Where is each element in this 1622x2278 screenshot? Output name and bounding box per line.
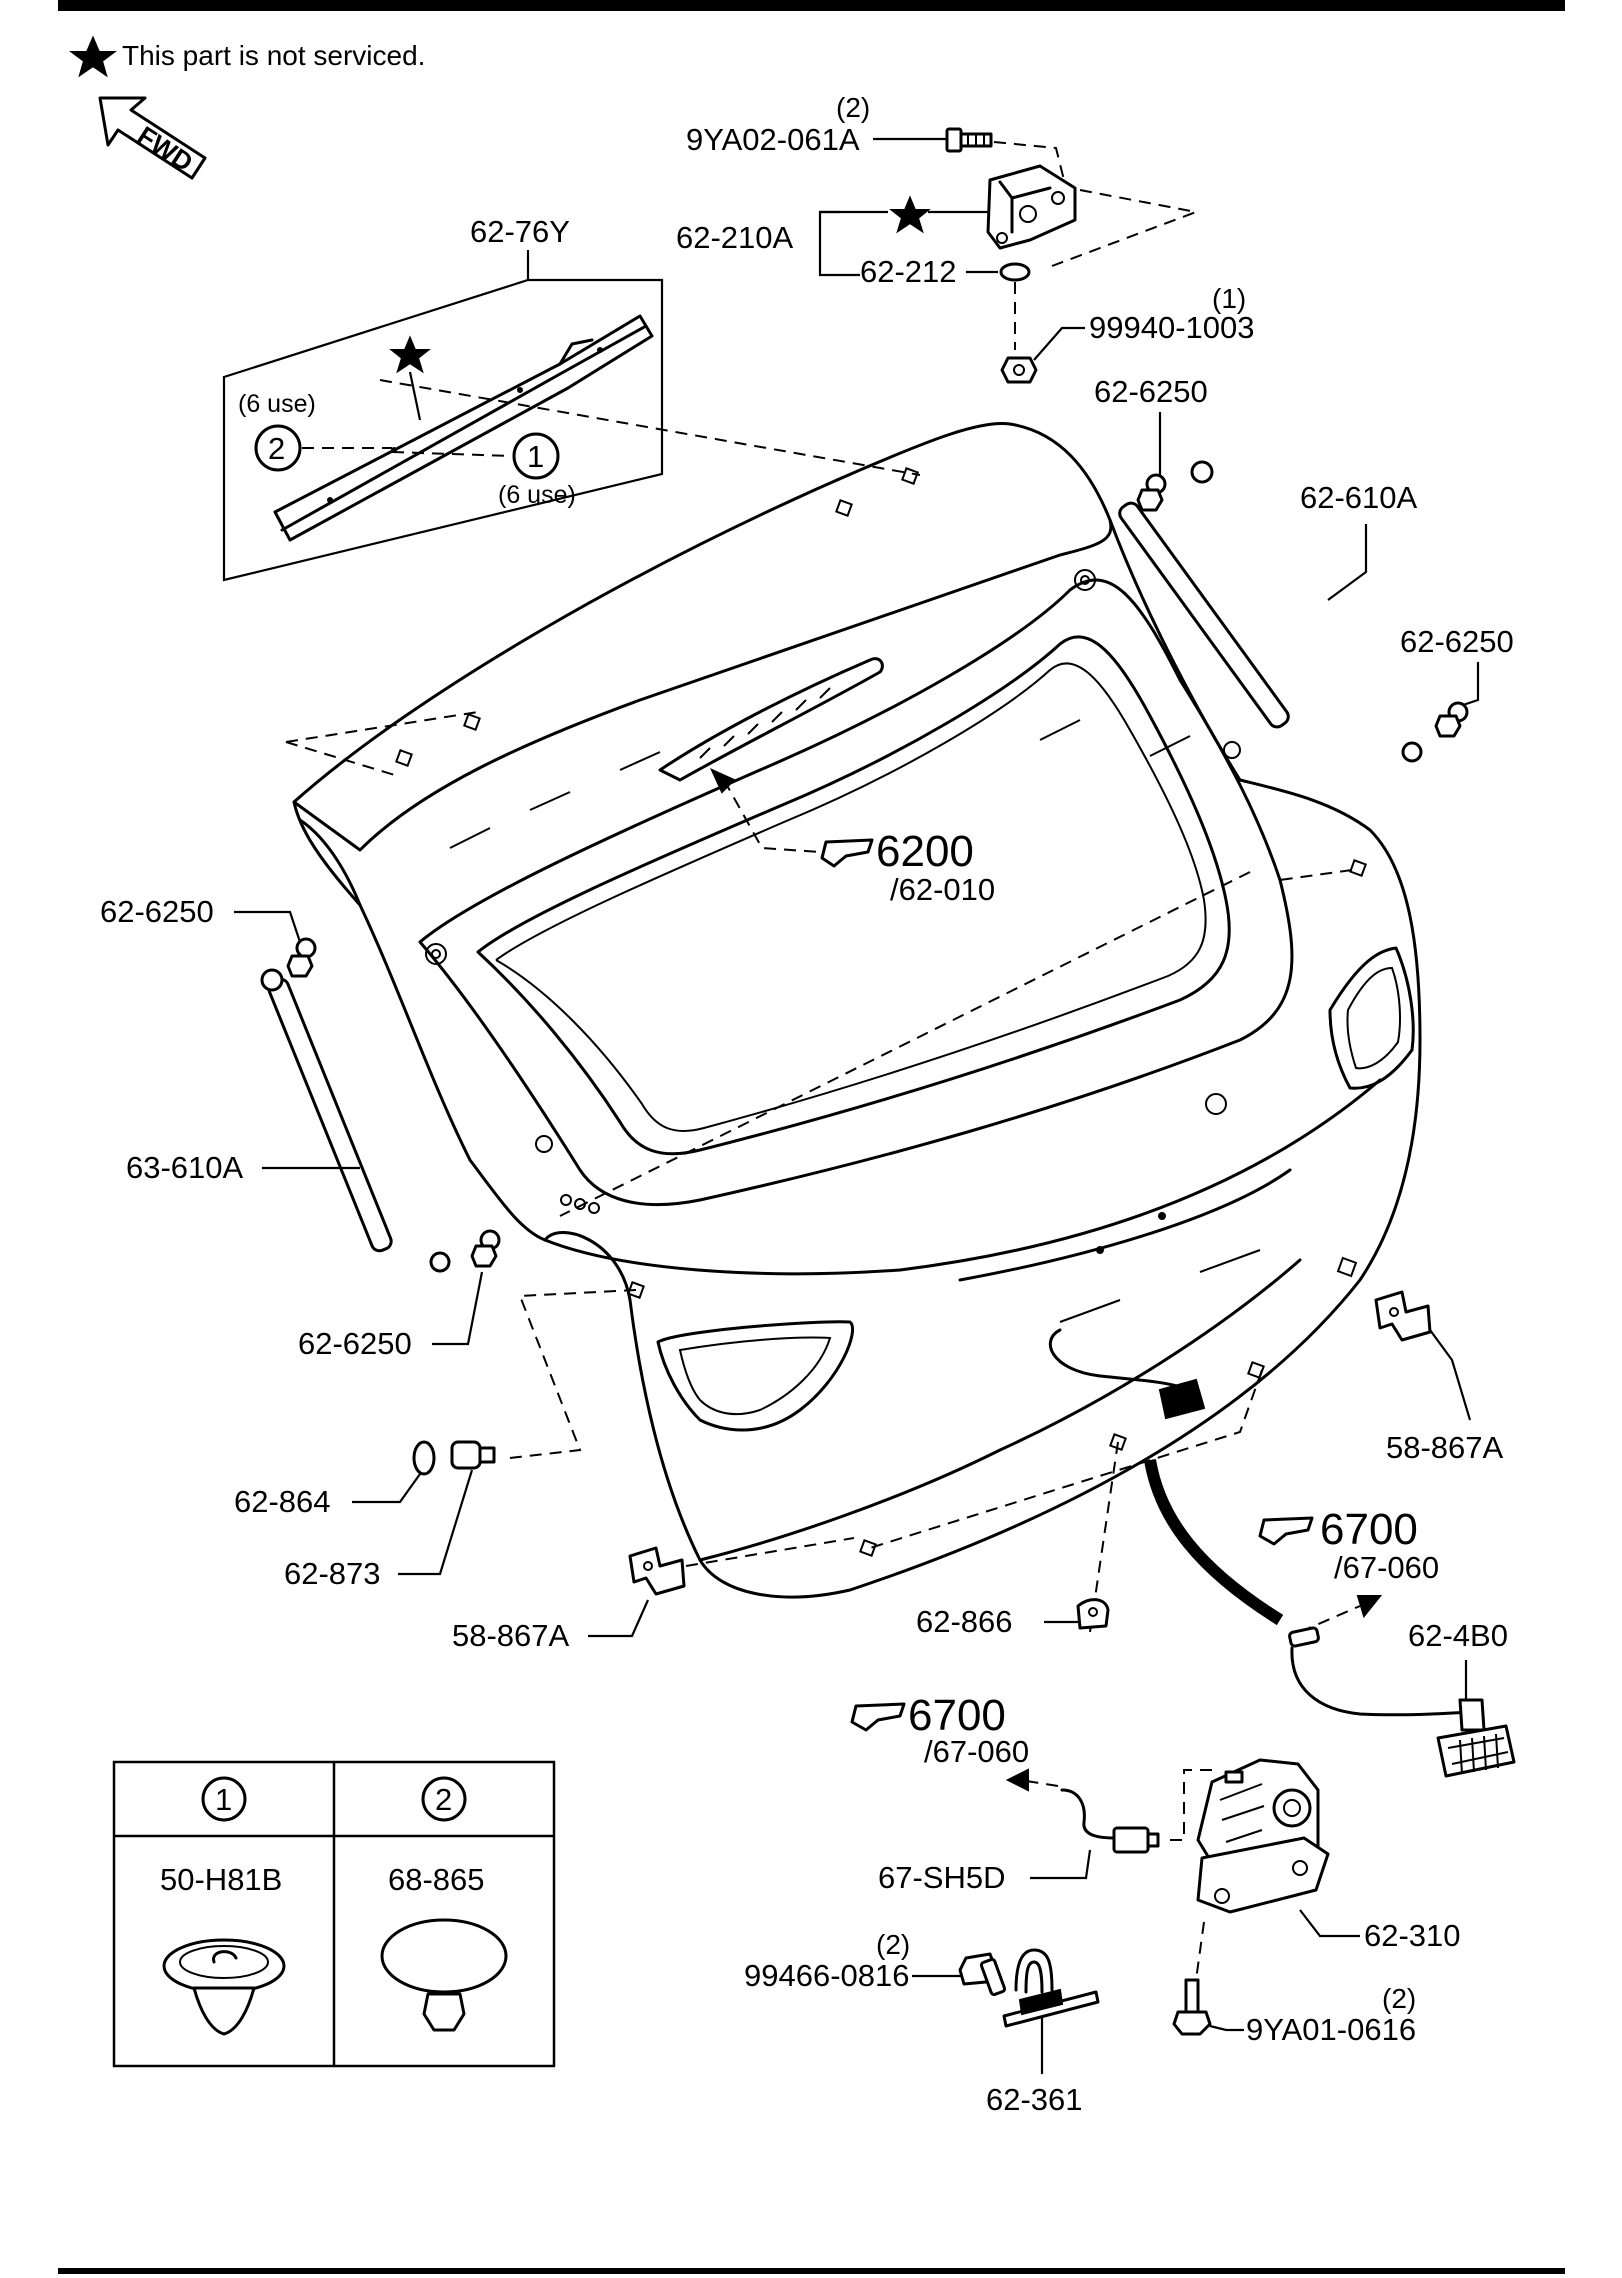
star-icon	[69, 35, 117, 78]
label-99466-0816: 99466-0816	[744, 1958, 910, 1993]
plug-clip-icon	[380, 1918, 508, 2032]
ball-stud-icon	[470, 1229, 501, 1268]
legend-header-1: 1	[215, 1782, 232, 1817]
gas-strut-right	[1118, 460, 1423, 763]
label-9ya01-0616: 9YA01-0616	[1246, 2012, 1416, 2047]
ref-6700-b: 6700	[908, 1691, 1006, 1740]
label-62-6250-c: 62-6250	[100, 894, 214, 929]
ref-6700-a: 6700	[1320, 1505, 1418, 1554]
bumper-stop-icon	[450, 1440, 496, 1470]
weatherstrip-bracket-icon	[1374, 1290, 1432, 1342]
not-serviced-note: This part is not serviced.	[69, 35, 425, 78]
push-clip-icon	[162, 1938, 286, 2036]
label-6use-a: (6 use)	[238, 390, 316, 418]
ball-stud-icon	[1434, 701, 1469, 738]
latch-bolt-icon	[1172, 1978, 1212, 2036]
hinge-bracket-icon	[986, 164, 1077, 250]
label-62-873: 62-873	[284, 1556, 381, 1591]
callout-1-text: 1	[527, 439, 544, 474]
label-67-sh5d: 67-SH5D	[878, 1860, 1006, 1895]
label-62-210a: 62-210A	[676, 220, 794, 255]
washer-icon	[999, 262, 1031, 282]
callout-circle-2	[254, 424, 302, 472]
nut-icon	[1000, 356, 1038, 384]
ref-67-060-a: /67-060	[1334, 1550, 1439, 1585]
fwd-arrow-icon: FWD	[98, 96, 207, 180]
bottom-rule	[58, 2268, 1565, 2274]
ref-6200: 6200	[876, 827, 974, 876]
star-icon	[889, 195, 931, 234]
legend-header-1-circle	[201, 1776, 247, 1822]
top-rule	[58, 0, 1565, 11]
label-63-610a: 63-610A	[126, 1150, 244, 1185]
ref-67-060-b: /67-060	[924, 1734, 1029, 1769]
callout-circle-1	[512, 432, 560, 480]
label-62-4b0: 62-4B0	[1408, 1618, 1508, 1653]
spoiler-garnish-strip	[273, 314, 654, 542]
label-58-867a-b: 58-867A	[1386, 1430, 1504, 1465]
callout-2-text: 2	[268, 431, 285, 466]
label-62-212: 62-212	[860, 254, 957, 289]
weatherstrip-bracket-icon	[628, 1546, 686, 1596]
label-62-866: 62-866	[916, 1604, 1013, 1639]
ref-62-010: /62-010	[890, 872, 995, 907]
label-99940-qty: (1)	[1212, 283, 1246, 314]
pointing-hand-icon	[820, 838, 874, 868]
tailgate-harness	[1049, 1328, 1284, 1626]
label-62-361: 62-361	[986, 2082, 1083, 2117]
tailgate-panel	[292, 421, 1422, 1599]
legend-part-1: 50-H81B	[160, 1862, 282, 1897]
bumper-cushion-icon	[412, 1440, 436, 1476]
legend-header-2: 2	[435, 1782, 452, 1817]
label-62-6250-d: 62-6250	[298, 1326, 412, 1361]
pointing-hand-icon	[1258, 1516, 1314, 1546]
label-62-310: 62-310	[1364, 1918, 1461, 1953]
label-99940-1003: 99940-1003	[1089, 310, 1255, 345]
label-58-867a-a: 58-867A	[452, 1618, 570, 1653]
label-62-76y: 62-76Y	[470, 214, 570, 249]
label-62-864: 62-864	[234, 1484, 331, 1519]
label-6use-b: (6 use)	[498, 481, 576, 509]
striker-bolt-icon	[958, 1952, 1007, 1997]
label-62-6250-a: 62-6250	[1094, 374, 1208, 409]
ball-stud-icon	[1136, 473, 1167, 512]
harness-clip-icon	[1076, 1598, 1110, 1630]
note-text: This part is not serviced.	[122, 40, 425, 71]
label-9ya02-061a: 9YA02-061A	[686, 122, 860, 157]
star-icon	[389, 335, 431, 374]
hinge-bolt-icon	[945, 127, 993, 153]
clip-legend-table: 1 2 50-H81B 68-865	[112, 1760, 556, 2068]
pointing-hand-icon	[850, 1702, 906, 1732]
label-62-6250-b: 62-6250	[1400, 624, 1514, 659]
legend-header-2-circle	[421, 1776, 467, 1822]
label-9ya02-qty: (2)	[836, 92, 870, 123]
label-62-610a: 62-610A	[1300, 480, 1418, 515]
gas-strut-left	[260, 968, 451, 1273]
legend-part-2: 68-865	[388, 1862, 485, 1897]
harness-62-4b0	[1288, 1626, 1516, 1778]
latch-assembly-icon	[1196, 1758, 1330, 1914]
ball-stud-icon	[286, 937, 317, 978]
latch-connector-icon	[1060, 1788, 1160, 1854]
label-9ya01-qty: (2)	[1382, 1983, 1416, 2014]
label-99466-qty: (2)	[876, 1929, 910, 1960]
striker-icon	[1002, 1948, 1100, 2028]
spoiler-inset-box	[222, 278, 664, 582]
